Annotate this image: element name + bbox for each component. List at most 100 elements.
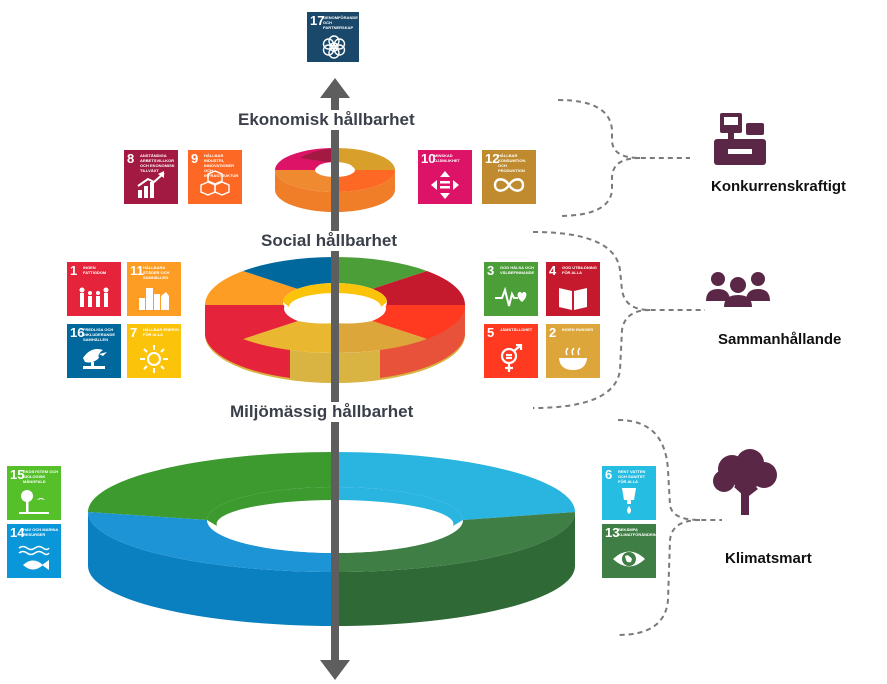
tile-number: 2 [549, 325, 557, 340]
tile-number: 17 [310, 13, 325, 28]
tile-number: 4 [549, 263, 557, 278]
environmental-side-label: Klimatsmart [725, 550, 812, 567]
social-ring [204, 256, 466, 383]
ring-top-back-right [335, 452, 575, 520]
ring-side-right [335, 512, 575, 626]
tile-number: 6 [605, 467, 613, 482]
tile-text: Genomförande och partnerskap [323, 15, 358, 30]
sdg-tile-13: 13 Bekämpa klimatförändringarna [602, 524, 672, 578]
sdg-tile-8: 8 Anständiga arbetsvillkor och ekonomisk… [124, 150, 178, 204]
brace-economic [557, 99, 690, 217]
sdg-tile-15: 15 Ekosystem och biologisk mångfald [7, 466, 61, 520]
environmental-level-title: Miljömässig hållbarhet [228, 402, 416, 422]
tile-text: Rent vatten och sanitet för alla [618, 469, 646, 484]
sdg-tile-17: 17 Genomförande och partnerskap [307, 12, 359, 62]
tile-text: Minskad ojämlikhet [434, 153, 460, 163]
sdg-tile-11: 11 Hållbara städer och samhällen [127, 262, 181, 316]
tile-text: Bekämpa klimatförändringarna [618, 527, 672, 537]
tile-number: 9 [191, 151, 199, 166]
heartbeat-icon [495, 286, 527, 307]
ring-top-segments [204, 256, 466, 354]
book-icon [559, 288, 587, 310]
tile-text: Hållbar industri, innovationer och infra… [204, 153, 239, 178]
tile-text: Ingen fattigdom [83, 265, 107, 275]
social-side-label: Sammanhållande [718, 331, 842, 348]
tree-bird-icon [19, 490, 49, 514]
sdg-tile-16: 16 Fredliga och inkluderande samhällen [67, 324, 121, 378]
ring-top-front-left [88, 512, 335, 572]
ring-top-front-right [335, 512, 575, 572]
water-drop-icon [622, 488, 636, 514]
brace-social [532, 231, 705, 409]
infinity-icon [493, 178, 525, 192]
vertical-axis [320, 78, 350, 680]
tile-text: Anständiga arbetsvillkor och ekonomisk t… [140, 153, 175, 173]
ring-inner-wall [283, 283, 387, 307]
axis-arrow-up [320, 78, 350, 98]
family-icon [79, 287, 109, 307]
tile-number: 14 [10, 525, 25, 540]
sdg-tile-3: 3 God hälsa och välbefinnande [484, 262, 538, 316]
ring-side-left [88, 512, 335, 626]
ring-side-right [380, 305, 465, 378]
tile-number: 5 [487, 325, 495, 340]
tile-text: Jämställdhet [500, 327, 533, 332]
gender-icon [500, 344, 523, 372]
economic-side-label: Konkurrenskraftigt [711, 178, 847, 195]
tile-number: 10 [421, 151, 436, 166]
dove-icon [83, 349, 107, 369]
tile-number: 13 [605, 525, 620, 540]
tile-text: Hållbar energi för alla [143, 327, 179, 337]
sdg-tile-2: 2 Ingen hunger [546, 324, 600, 378]
cubes-icon [200, 170, 230, 196]
brace-environmental [617, 419, 722, 636]
people-group-icon [706, 272, 770, 307]
sdg-tile-1: 1 Ingen fattigdom [67, 262, 121, 316]
sun-icon [140, 345, 168, 373]
social-level-title: Social hållbarhet [259, 231, 400, 251]
sdg-tile-4: 4 God utbildning för alla [546, 262, 600, 316]
ring-inner-wall-right [335, 487, 463, 526]
sdg-tile-14: 14 Hav och marina resurser [7, 524, 61, 578]
tile-text: Hav och marina resurser [23, 527, 59, 537]
sdg-tile-5: 5 Jämställdhet [484, 324, 538, 378]
tile-text: Ekosystem och biologisk mångfald [23, 469, 59, 484]
dashed-braces [532, 99, 722, 636]
tile-number: 15 [10, 467, 25, 482]
ring-inner-wall-left [207, 487, 335, 526]
sdg-tile-7: 7 Hållbar energi för alla [127, 324, 181, 378]
sdg-tile-12: 12 Hållbar konsumtion och produktion [482, 150, 536, 204]
tile-number: 8 [127, 151, 135, 166]
equality-arrows-icon [431, 171, 459, 199]
tile-text: Ingen hunger [562, 327, 594, 332]
bowl-icon [559, 347, 587, 370]
tree-icon [713, 449, 777, 515]
ring-side [275, 170, 395, 212]
axis-line [331, 96, 339, 662]
cash-register-icon [714, 113, 766, 165]
sdg-tile-9: 9 Hållbar industri, innovationer och inf… [188, 150, 242, 204]
tile-number: 1 [70, 263, 78, 278]
ring-top-back-left [88, 452, 335, 520]
tile-number: 16 [70, 325, 85, 340]
flower-icon [322, 35, 346, 59]
economic-ring [275, 148, 395, 212]
tile-number: 7 [130, 325, 138, 340]
sdg-tile-10: 10 Minskad ojämlikhet [418, 150, 472, 204]
ring-side-left [205, 305, 290, 378]
city-icon [139, 288, 169, 310]
tile-text: Hållbar konsumtion och produktion [498, 153, 526, 173]
chart-up-icon [137, 171, 165, 198]
tile-text: Fredliga och inkluderande samhällen [83, 327, 115, 342]
tile-number: 12 [485, 151, 500, 166]
economic-level-title: Ekonomisk hållbarhet [236, 110, 417, 130]
eye-globe-icon [613, 551, 645, 567]
tile-text: God utbildning för alla [562, 265, 597, 275]
tile-text: Hållbara städer och samhällen [143, 265, 170, 280]
tile-text: God hälsa och välbefinnande [500, 265, 535, 275]
tile-number: 11 [130, 263, 144, 278]
fish-icon [18, 545, 50, 570]
sdg-tile-6: 6 Rent vatten och sanitet för alla [602, 466, 656, 520]
